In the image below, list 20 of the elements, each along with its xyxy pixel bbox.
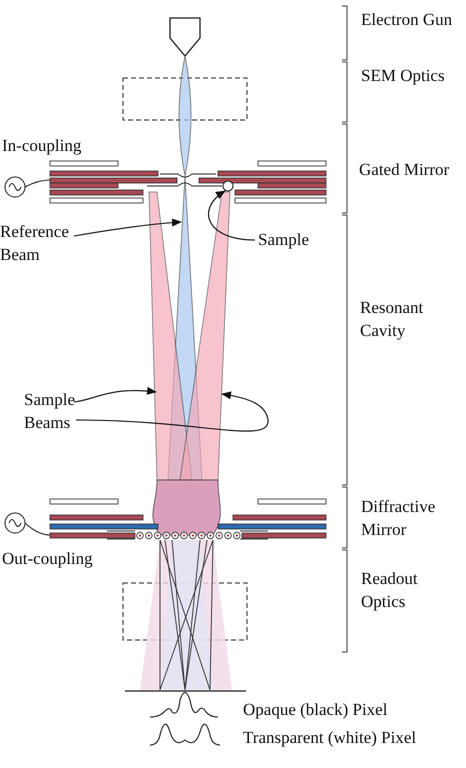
sample-sphere — [222, 180, 234, 192]
leader-arrow — [208, 190, 256, 241]
section-label: Readout Optics — [361, 568, 419, 613]
section-label: Gated Mirror — [359, 159, 450, 181]
coupling-label: In-coupling — [2, 135, 82, 157]
leader-arrow — [74, 387, 157, 403]
callout-text: Sample — [258, 228, 309, 251]
section-label: SEM Optics — [361, 65, 446, 87]
legend-label: Transparent (white) Pixel — [243, 727, 416, 749]
electron-beam — [168, 56, 202, 480]
section-label: Diffractive Mirror — [361, 496, 436, 541]
leader-arrow — [76, 391, 269, 432]
callout-text: Sample Beams — [24, 388, 90, 434]
legend-label: Opaque (black) Pixel — [243, 699, 388, 721]
callout-text: Reference Beam — [0, 220, 80, 266]
section-label: Resonant Cavity — [360, 297, 424, 342]
section-label: Electron Gun — [361, 9, 454, 31]
leader-arrow — [74, 218, 182, 237]
coupling-label: Out-coupling — [2, 548, 94, 570]
sample-beam — [180, 192, 230, 480]
